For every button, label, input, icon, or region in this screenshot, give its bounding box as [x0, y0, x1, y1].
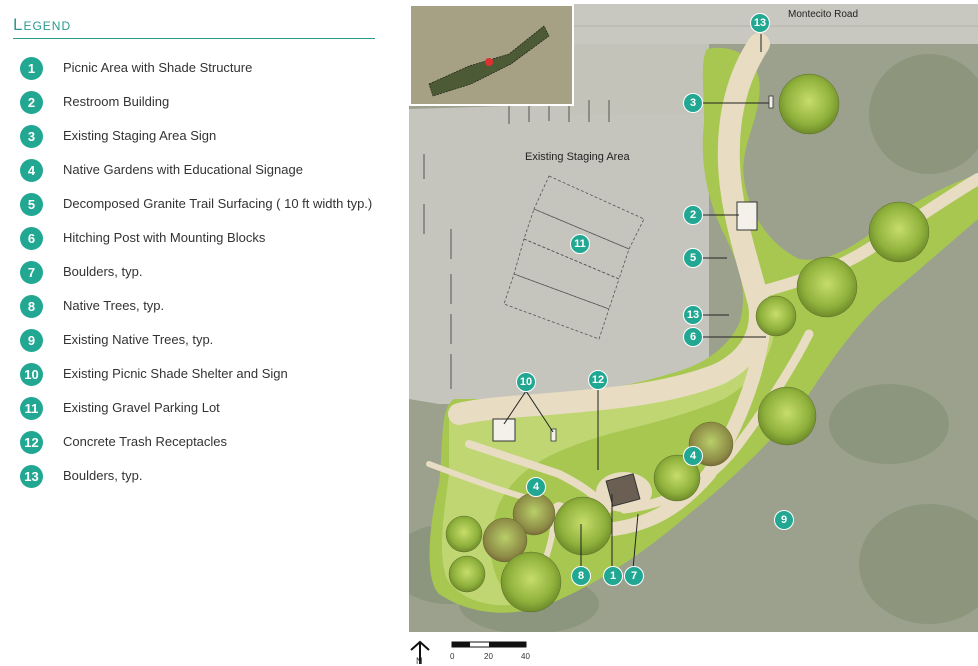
- legend-label: Picnic Area with Shade Structure: [63, 60, 253, 75]
- legend-label: Boulders, typ.: [63, 264, 143, 279]
- callout-badge: 11: [570, 234, 590, 254]
- legend-number-badge: 1: [20, 57, 43, 80]
- legend-label: Existing Staging Area Sign: [63, 128, 217, 143]
- callout-badge: 13: [750, 13, 770, 33]
- legend-item: 4 Native Gardens with Educational Signage: [20, 158, 390, 192]
- legend-item: 12 Concrete Trash Receptacles: [20, 430, 390, 464]
- callout-badge: 10: [516, 372, 536, 392]
- scale-tick-label: 0: [450, 652, 455, 661]
- legend-title: Legend: [13, 15, 72, 34]
- legend-item: 2 Restroom Building: [20, 90, 390, 124]
- north-label: N: [416, 656, 423, 666]
- legend-number-badge: 11: [20, 397, 43, 420]
- legend-label: Restroom Building: [63, 94, 170, 109]
- scale-tick-label: 20: [484, 652, 493, 661]
- legend-number-badge: 9: [20, 329, 43, 352]
- legend-item: 1 Picnic Area with Shade Structure: [20, 56, 390, 90]
- legend-label: Boulders, typ.: [63, 468, 143, 483]
- staging-area-label: Existing Staging Area: [525, 151, 630, 163]
- legend-label: Concrete Trash Receptacles: [63, 434, 228, 449]
- legend-item: 5 Decomposed Granite Trail Surfacing ( 10…: [20, 192, 390, 226]
- legend-number-badge: 6: [20, 227, 43, 250]
- legend-item: 11 Existing Gravel Parking Lot: [20, 396, 390, 430]
- legend-label: Native Gardens with Educational Signage: [63, 162, 303, 177]
- legend-label: Hitching Post with Mounting Blocks: [63, 230, 266, 245]
- scale-graphic: [410, 640, 527, 664]
- legend-item: 9 Existing Native Trees, typ.: [20, 328, 390, 362]
- callout-badge: 1: [603, 566, 623, 586]
- legend-item: 7 Boulders, typ.: [20, 260, 390, 294]
- callout-badge: 8: [571, 566, 591, 586]
- legend-number-badge: 7: [20, 261, 43, 284]
- callout-badge: 9: [774, 510, 794, 530]
- scale-bar: N 0 20 40: [408, 638, 548, 666]
- legend-list: 1 Picnic Area with Shade Structure 2 Restr…: [20, 56, 390, 498]
- scale-tick-label: 40: [521, 652, 530, 661]
- callout-badge: 4: [683, 446, 703, 466]
- legend-number-badge: 4: [20, 159, 43, 182]
- legend-number-badge: 10: [20, 363, 43, 386]
- callout-badge: 13: [683, 305, 703, 325]
- callout-badge: 4: [526, 477, 546, 497]
- legend-label: Existing Gravel Parking Lot: [63, 400, 220, 415]
- callout-badge: 5: [683, 248, 703, 268]
- road-label: Montecito Road: [788, 9, 859, 20]
- legend-label: Native Trees, typ.: [63, 298, 165, 313]
- legend-label: Decomposed Granite Trail Surfacing ( 10 …: [63, 196, 373, 211]
- legend-item: 3 Existing Staging Area Sign: [20, 124, 390, 158]
- legend-item: 8 Native Trees, typ.: [20, 294, 390, 328]
- legend-label: Existing Native Trees, typ.: [63, 332, 214, 347]
- legend-number-badge: 3: [20, 125, 43, 148]
- legend-number-badge: 2: [20, 91, 43, 114]
- legend-item: 13 Boulders, typ.: [20, 464, 390, 498]
- callout-badge: 12: [588, 370, 608, 390]
- legend-divider: [13, 38, 375, 39]
- legend-number-badge: 8: [20, 295, 43, 318]
- callout-badge: 7: [624, 566, 644, 586]
- legend-panel: Legend 1 Picnic Area with Shade Structure…: [0, 0, 395, 665]
- callout-badge: 6: [683, 327, 703, 347]
- site-plan-map: Montecito Road Existing Staging Area 13 …: [409, 4, 978, 632]
- legend-number-badge: 5: [20, 193, 43, 216]
- callout-badge: 3: [683, 93, 703, 113]
- callout-badge: 2: [683, 205, 703, 225]
- legend-number-badge: 13: [20, 465, 43, 488]
- legend-number-badge: 12: [20, 431, 43, 454]
- legend-item: 10 Existing Picnic Shade Shelter and Sign: [20, 362, 390, 396]
- legend-item: 6 Hitching Post with Mounting Blocks: [20, 226, 390, 260]
- legend-label: Existing Picnic Shade Shelter and Sign: [63, 366, 288, 381]
